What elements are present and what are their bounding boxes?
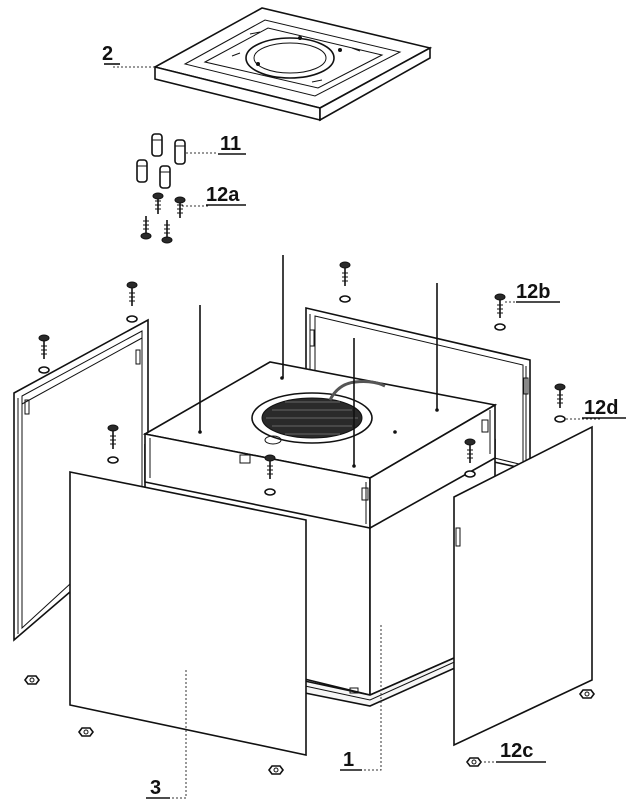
callout-3: 3: [146, 670, 187, 799]
guide-lines: [199, 255, 438, 466]
label-part-12c: 12c: [500, 740, 533, 762]
callout-12c: 12c: [480, 740, 546, 763]
ceiling-bracket: [152, 7, 433, 122]
loose-screws: [140, 192, 186, 244]
callout-12b: 12b: [505, 281, 560, 303]
label-part-2: 2: [102, 43, 113, 65]
label-part-3: 3: [150, 777, 161, 799]
label-part-1: 1: [343, 749, 354, 771]
wall-plugs: [136, 133, 186, 189]
label-part-12b: 12b: [516, 281, 550, 303]
front-left-cover-panel: [69, 471, 307, 756]
right-cover-panel: [453, 425, 593, 747]
panel-screws: [38, 261, 566, 496]
callout-12d: 12d: [566, 397, 626, 420]
callout-1: 1: [340, 625, 382, 771]
hex-nuts: [24, 675, 595, 775]
callout-12a: 12a: [182, 184, 246, 207]
callout-11: 11: [186, 133, 246, 155]
label-part-11: 11: [220, 133, 241, 155]
label-part-12d: 12d: [584, 397, 618, 419]
label-part-12a: 12a: [206, 184, 240, 206]
callout-2: 2: [102, 43, 155, 68]
